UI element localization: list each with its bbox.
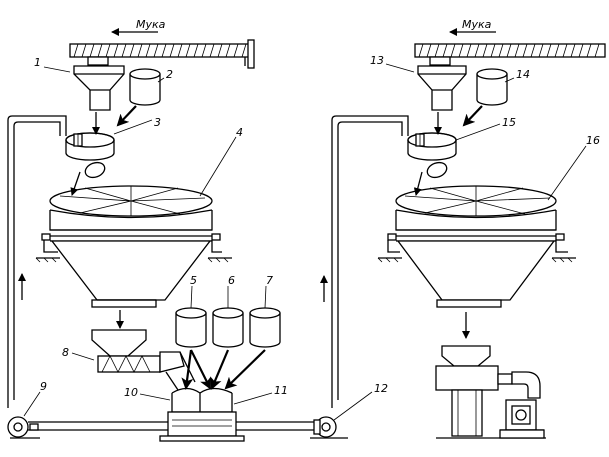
bottom-pipe-left-to-12 [236, 421, 316, 431]
additive-container-5 [175, 307, 207, 348]
arrows-to-mixer [181, 349, 266, 390]
flow-label-flour-left: Мука [136, 18, 166, 31]
mixer-15 [407, 112, 457, 179]
label-10: 10 [124, 386, 138, 399]
screw-conveyor-right [414, 43, 606, 58]
label-16: 16 [586, 134, 600, 147]
pneumatic-pipe-left [7, 115, 67, 408]
mixer-3 [65, 112, 115, 179]
arrow-15-to-16 [413, 171, 423, 196]
callouts [23, 63, 587, 421]
dough-processing-machine [435, 345, 546, 439]
dosing-hopper-13 [417, 56, 467, 111]
label-1: 1 [34, 56, 41, 69]
label-6: 6 [228, 274, 235, 287]
dough-mixer-10-11 [159, 387, 245, 442]
label-9: 9 [40, 380, 47, 393]
label-8: 8 [62, 346, 69, 359]
blower-12 [310, 416, 348, 439]
additive-container-2 [129, 68, 161, 106]
screw-conveyor-left [69, 39, 255, 69]
flow-label-flour-right: Мука [462, 18, 492, 31]
silo-16-supports [377, 233, 576, 263]
label-12: 12 [374, 382, 388, 395]
label-11: 11 [274, 384, 288, 397]
additive-container-7 [249, 307, 281, 348]
label-13: 13 [370, 54, 384, 67]
blower-9 [7, 416, 168, 439]
label-7: 7 [266, 274, 273, 287]
pneumatic-pipe-right [331, 115, 409, 408]
silo-16 [395, 185, 557, 308]
arrow-14-to-15 [462, 105, 483, 127]
arrow-2-to-3 [116, 105, 137, 127]
silo-4-supports [35, 233, 232, 263]
additive-container-6 [212, 307, 244, 348]
screw-feeder-8 [91, 329, 196, 391]
label-15: 15 [502, 116, 516, 129]
label-3: 3 [154, 116, 161, 129]
silo-4 [49, 185, 213, 308]
additive-container-14 [476, 68, 508, 106]
dosing-hopper-1 [73, 56, 125, 111]
label-14: 14 [516, 68, 530, 81]
label-5: 5 [190, 274, 197, 287]
arrow-3-to-4 [70, 171, 81, 196]
label-4: 4 [236, 126, 243, 139]
label-2: 2 [166, 68, 173, 81]
